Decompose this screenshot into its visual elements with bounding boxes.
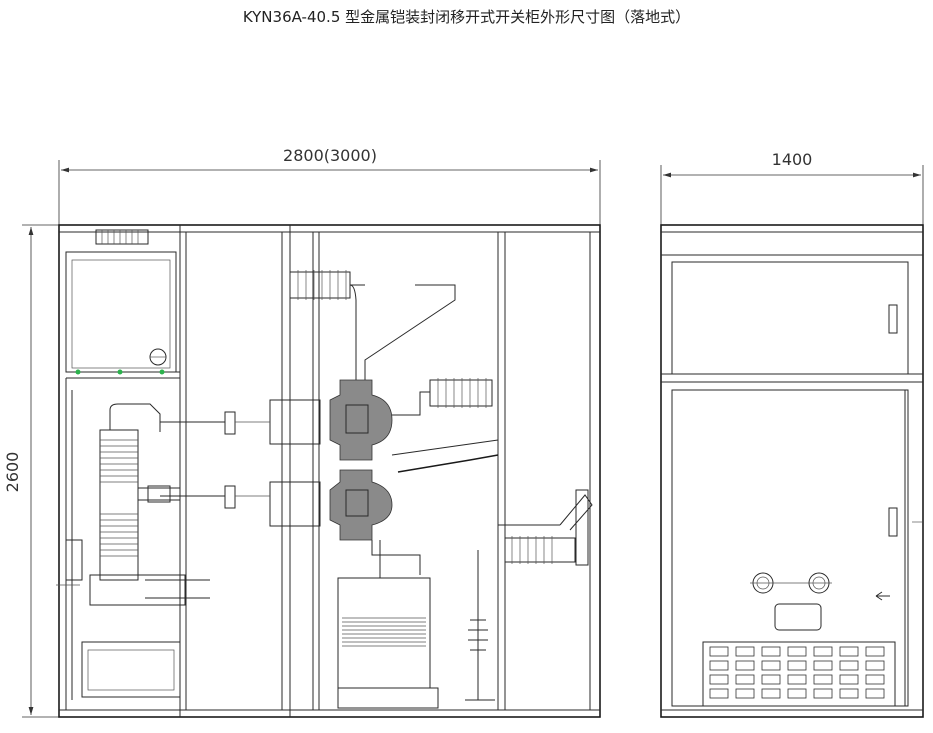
front-width-dimension: 2800(3000) bbox=[58, 146, 601, 225]
front-width-label: 2800(3000) bbox=[283, 146, 377, 165]
louvre-slot bbox=[865, 674, 885, 685]
louvre-slot bbox=[787, 688, 807, 699]
louvre-slot bbox=[761, 660, 781, 671]
louvre-slot bbox=[813, 660, 833, 671]
side-view bbox=[660, 224, 924, 718]
louvre-slot bbox=[709, 674, 729, 685]
louvre-slot bbox=[709, 646, 729, 657]
louvre-slot bbox=[787, 660, 807, 671]
louvre-slot bbox=[865, 688, 885, 699]
louvre-slot bbox=[761, 688, 781, 699]
louvre-slot bbox=[761, 674, 781, 685]
louvre-slot bbox=[865, 660, 885, 671]
louvre-slot bbox=[709, 660, 729, 671]
side-depth-dimension: 1400 bbox=[660, 150, 924, 225]
louvre-slot bbox=[813, 674, 833, 685]
busbar-insulator-middle bbox=[429, 378, 493, 408]
louvre-slot bbox=[787, 646, 807, 657]
louvre-slot bbox=[839, 688, 859, 699]
louvre-slot bbox=[787, 674, 807, 685]
louvre-slot bbox=[735, 646, 755, 657]
louvre-slot bbox=[735, 674, 755, 685]
side-depth-label: 1400 bbox=[772, 150, 813, 169]
louvre-slot bbox=[839, 674, 859, 685]
louvre-slot bbox=[813, 688, 833, 699]
louvre-slot bbox=[709, 688, 729, 699]
louvre-slot bbox=[865, 646, 885, 657]
louvre-slot bbox=[735, 660, 755, 671]
height-label: 2600 bbox=[3, 452, 22, 493]
busbar-insulator-upper bbox=[289, 270, 365, 300]
louvre-slot bbox=[839, 646, 859, 657]
louvre-slot bbox=[813, 646, 833, 657]
front-section-view bbox=[56, 224, 601, 718]
height-dimension: 2600 bbox=[3, 224, 62, 718]
surge-arrester bbox=[498, 489, 593, 566]
louvre-slot bbox=[839, 660, 859, 671]
louvre-slot bbox=[735, 688, 755, 699]
louvre-slot bbox=[761, 646, 781, 657]
drawing-title: KYN36A-40.5 型金属铠装封闭移开式开关柜外形尺寸图（落地式） bbox=[242, 8, 691, 26]
